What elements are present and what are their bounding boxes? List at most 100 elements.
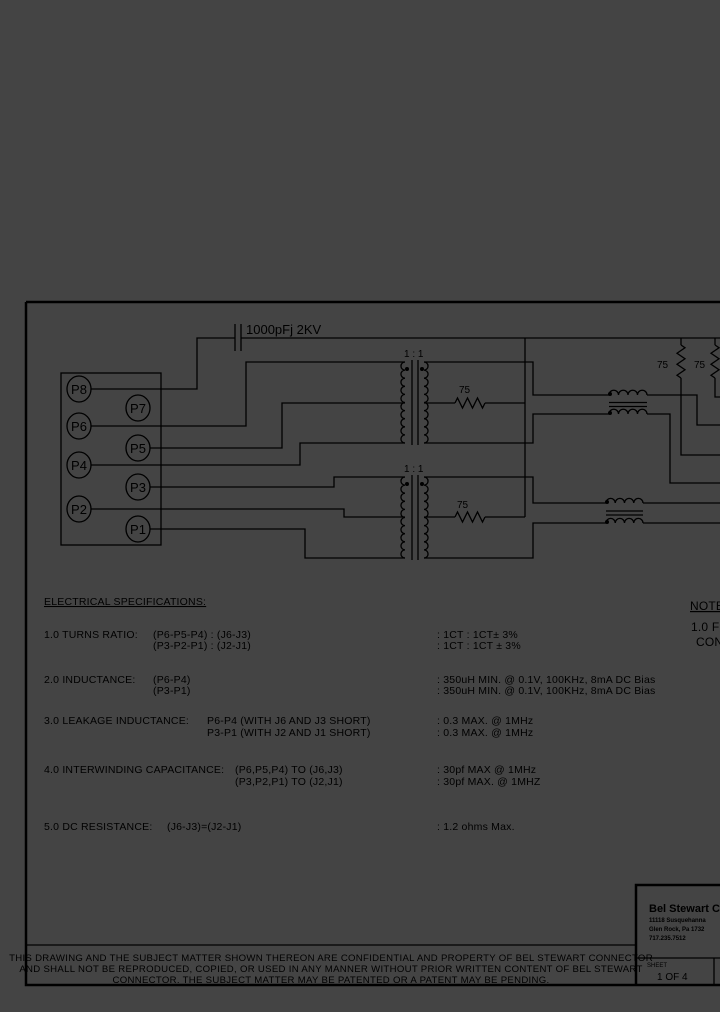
wire [424, 413, 609, 444]
common-mode-choke-1-winding [608, 389, 648, 396]
spec-line: P6-P4 (WITH J6 AND J3 SHORT) [207, 715, 371, 727]
transformer-2-secondary-winding [423, 476, 429, 559]
notice-line: AND SHALL NOT BE REPRODUCED, COPIED, OR … [19, 964, 642, 975]
wire [150, 476, 405, 488]
polarity-dot [405, 367, 409, 371]
pin-p7 [125, 394, 151, 422]
electrical-specifications: ELECTRICAL SPECIFICATIONS: 1.0 TURNS RAT… [44, 596, 655, 833]
transformer-2-primary-winding [400, 476, 406, 559]
notes-line: CON [696, 635, 720, 649]
spec-line: (P6,P5,P4) TO (J6,J3) [235, 764, 343, 776]
sheet-number: 1 OF 4 [657, 972, 688, 983]
spec-label: 4.0 INTERWINDING CAPACITANCE: [44, 764, 224, 776]
wire [714, 378, 720, 398]
polarity-dot [420, 482, 424, 486]
company-city: Glen Rock, Pa 1732 [649, 927, 705, 933]
pin-label: P4 [71, 458, 87, 473]
spec-value: : 1CT : 1CT ± 3% [437, 640, 521, 652]
title-block: Bel Stewart C 11118 Susquehanna Glen Roc… [647, 903, 720, 983]
wire [647, 394, 720, 426]
spec-label: 2.0 INDUCTANCE: [44, 674, 136, 686]
wire [91, 361, 405, 427]
pin-label: P8 [71, 382, 87, 397]
transformer-1-core [411, 360, 419, 445]
wire [424, 476, 606, 504]
transformer-ratio-1: 1 : 1 [404, 349, 424, 360]
wire [91, 442, 405, 466]
wire [91, 508, 405, 518]
notice-line: THIS DRAWING AND THE SUBJECT MATTER SHOW… [9, 953, 653, 964]
spec-value: : 0.3 MAX. @ 1MHz [437, 715, 533, 727]
common-mode-choke-2-winding [605, 517, 644, 524]
spec-value: : 350uH MIN. @ 0.1V, 100KHz, 8mA DC Bias [437, 674, 655, 686]
spec-value: : 1CT : 1CT± 3% [437, 629, 518, 641]
pin-label: P7 [130, 401, 146, 416]
polarity-dot [605, 520, 609, 524]
wire [150, 402, 405, 449]
transformer-ratio-2: 1 : 1 [404, 464, 424, 475]
specs-title: ELECTRICAL SPECIFICATIONS: [44, 596, 206, 608]
wiring [91, 337, 720, 559]
transformers-and-chokes [400, 344, 720, 560]
notes: NOTE 1.0 F CON [690, 599, 720, 649]
spec-value: : 350uH MIN. @ 0.1V, 100KHz, 8mA DC Bias [437, 685, 655, 697]
pin-label: P3 [130, 480, 146, 495]
spec-label: 5.0 DC RESISTANCE: [44, 821, 152, 833]
wire [680, 378, 720, 456]
pin-label: P2 [71, 502, 87, 517]
notice-line: CONNECTOR. THE SUBJECT MATTER MAY BE PAT… [113, 975, 550, 986]
wire [91, 337, 235, 390]
spec-line: (P3-P1) [153, 685, 191, 697]
resistor-75 [454, 510, 486, 524]
sheet-label: SHEET [647, 963, 667, 969]
resistor-label-1: 75 [459, 385, 471, 396]
spec-label: 1.0 TURNS RATIO: [44, 629, 138, 641]
drawing-frame [24, 300, 720, 987]
common-mode-choke-2-winding [605, 497, 644, 504]
spec-value: : 0.3 MAX. @ 1MHz [437, 727, 533, 739]
resistor-75 [454, 396, 486, 410]
spec-line: (P6-P4) [153, 674, 191, 686]
company-phone: 717.235.7512 [649, 936, 686, 942]
polarity-dot [405, 482, 409, 486]
company-address: 11118 Susquehanna [649, 918, 706, 924]
spec-value: : 30pf MAX @ 1MHz [437, 764, 536, 776]
wire [150, 528, 405, 559]
resistor-75 [709, 344, 720, 379]
confidentiality-notice: THIS DRAWING AND THE SUBJECT MATTER SHOW… [9, 953, 653, 986]
pin-label: P1 [130, 522, 146, 537]
polarity-dot [608, 392, 612, 396]
spec-line: (P3,P2,P1) TO (J2,J1) [235, 776, 343, 788]
common-mode-choke-1-winding [608, 408, 648, 415]
spec-label: 3.0 LEAKAGE INDUCTANCE: [44, 715, 189, 727]
transformer-2-core [411, 475, 419, 560]
wire [424, 522, 606, 559]
wire [424, 361, 609, 396]
spec-value: : 30pf MAX. @ 1MHZ [437, 776, 541, 788]
notes-title: NOTE [690, 599, 720, 613]
resistor-75 [675, 344, 687, 379]
capacitor: 1000pFj 2KV [234, 322, 321, 351]
pin-label: P6 [71, 419, 87, 434]
resistor-label-2: 75 [457, 500, 469, 511]
spec-line: (P6-P5-P4) : (J6-J3) [153, 629, 251, 641]
wire [647, 413, 720, 484]
resistor-label-3: 75 [657, 360, 669, 371]
spec-line: P3-P1 (WITH J2 AND J1 SHORT) [207, 727, 371, 739]
transformer-1-primary-winding [400, 361, 406, 444]
company-name: Bel Stewart C [649, 903, 720, 915]
spec-line: (J6-J3)=(J2-J1) [167, 821, 241, 833]
common-mode-choke-1-core [609, 401, 647, 408]
spec-line: (P3-P2-P1) : (J2-J1) [153, 640, 251, 652]
transformer-1-secondary-winding [423, 361, 429, 444]
common-mode-choke-2-core [606, 510, 643, 516]
polarity-dot [608, 411, 612, 415]
polarity-dot [420, 367, 424, 371]
spec-value: : 1.2 ohms Max. [437, 821, 515, 833]
notes-line: 1.0 F [691, 620, 719, 634]
polarity-dot [605, 500, 609, 504]
pin-label: P5 [130, 441, 146, 456]
capacitor-label: 1000pFj 2KV [246, 322, 321, 337]
